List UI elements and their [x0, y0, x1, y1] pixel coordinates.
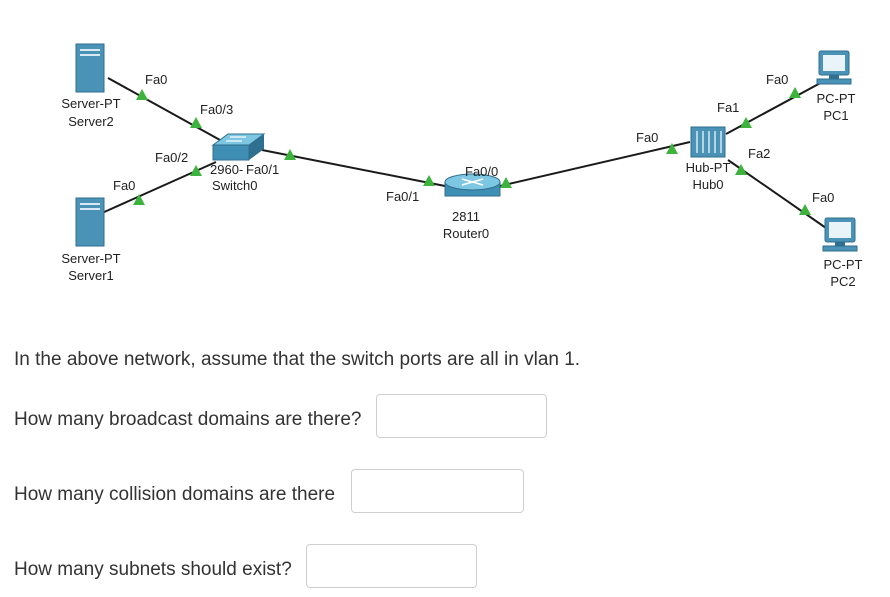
port-indicator: [190, 117, 202, 128]
device-label: Hub-PT: [686, 160, 731, 175]
port-indicator: [666, 143, 678, 154]
port-indicator: [799, 204, 811, 215]
network-diagram: Server-PT Server2 Server-PT Server1 2960…: [61, 43, 863, 289]
server-icon[interactable]: [75, 43, 105, 93]
port-indicator: [735, 164, 747, 175]
broadcast-domains-input[interactable]: [376, 394, 547, 438]
port-label: Fa0: [113, 178, 135, 193]
port-label: Fa0/0: [465, 164, 498, 179]
port-label: Fa1: [717, 100, 739, 115]
server-icon[interactable]: [75, 197, 105, 247]
pc-icon[interactable]: [822, 217, 858, 252]
device-label: Server-PT: [61, 251, 120, 266]
pc-icon[interactable]: [816, 50, 852, 85]
port-indicator: [190, 165, 202, 176]
port-label: Fa0/1: [386, 189, 419, 204]
device-label: Server2: [68, 114, 114, 129]
collision-domains-input[interactable]: [351, 469, 524, 513]
port-indicator: [740, 117, 752, 128]
subnets-input[interactable]: [306, 544, 477, 588]
port-indicator: [136, 89, 148, 100]
port-indicator: [133, 194, 145, 205]
question-collision-label: How many collision domains are there: [14, 484, 336, 505]
intro-text: In the above network, assume that the sw…: [14, 349, 581, 370]
port-label: Fa0/2: [155, 150, 188, 165]
port-label: Fa0/3: [200, 102, 233, 117]
router-icon[interactable]: [444, 173, 501, 197]
port-indicator: [500, 177, 512, 188]
port-label: Fa0: [636, 130, 658, 145]
device-label: Hub0: [692, 177, 723, 192]
port-indicator: [423, 175, 435, 186]
question-broadcast-label: How many broadcast domains are there?: [14, 409, 362, 430]
question-subnets-label: How many subnets should exist?: [14, 559, 292, 580]
device-label: PC1: [823, 108, 848, 123]
device-label: Router0: [443, 226, 489, 241]
port-indicator: [789, 87, 801, 98]
device-label: 2960-: [210, 162, 243, 177]
device-label: PC2: [830, 274, 855, 289]
port-label: Fa0: [766, 72, 788, 87]
device-label: 2811: [452, 209, 480, 224]
hub-icon[interactable]: [690, 126, 726, 158]
link-hub-pc1: [725, 79, 827, 135]
port-label: Fa0: [812, 190, 834, 205]
link-server2-switch: [107, 77, 221, 141]
link-router-hub: [499, 141, 691, 187]
device-label: Server1: [68, 268, 114, 283]
device-label: Switch0: [212, 178, 258, 193]
port-label: Fa2: [748, 146, 770, 161]
switch-icon[interactable]: [211, 133, 266, 161]
port-indicator: [284, 149, 296, 160]
port-label: Fa0/1: [246, 162, 279, 177]
device-label: PC-PT: [824, 257, 863, 272]
port-label: Fa0: [145, 72, 167, 87]
device-label: Server-PT: [61, 96, 120, 111]
device-label: PC-PT: [817, 91, 856, 106]
